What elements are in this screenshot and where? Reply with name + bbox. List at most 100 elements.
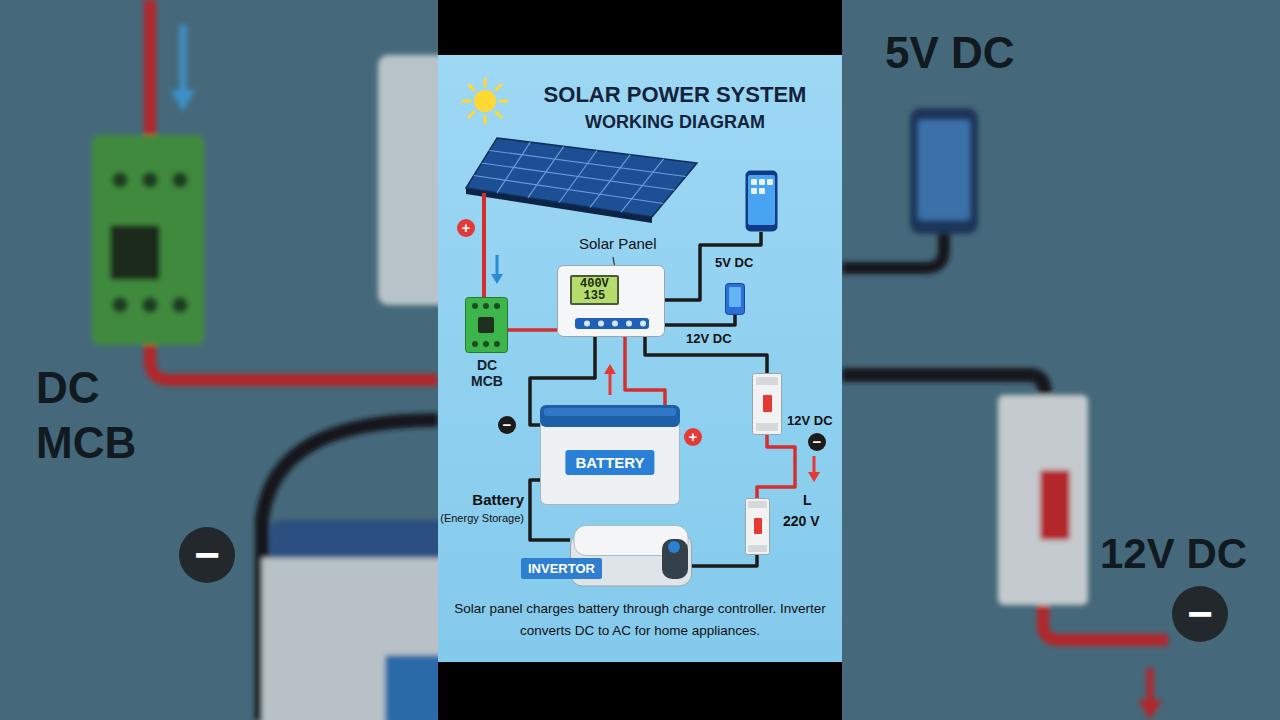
- drawing-part: [767, 179, 773, 185]
- drawing-part: [544, 408, 676, 416]
- drawing-part: [172, 297, 188, 313]
- zoom-label: 12V DC: [1100, 530, 1247, 578]
- drawing-part: [112, 172, 128, 188]
- lcd-reading: 400V: [580, 278, 609, 290]
- dc-mcb: DC MCB: [465, 297, 508, 353]
- drawing-part: [474, 142, 686, 212]
- dc-device: 12V DC: [725, 283, 745, 315]
- drawing-part: [598, 321, 604, 327]
- drawing-part: [998, 395, 1088, 605]
- charge-controller: 400V135Solar Panel: [557, 265, 665, 337]
- drawing-part: [472, 341, 478, 347]
- drawing-part: [763, 395, 772, 412]
- subtitle: WORKING DIAGRAM: [505, 112, 845, 133]
- drawing-part: [112, 297, 128, 313]
- blurred-zoom-right: [842, 108, 1168, 720]
- drawing-part: [756, 377, 778, 385]
- drawing-part: [1043, 605, 1168, 640]
- drawing-part: [92, 135, 204, 345]
- battery: BATTERYBattery(Energy Storage): [540, 405, 680, 505]
- drawing-part: [463, 100, 470, 103]
- drawing-part: [144, 0, 156, 135]
- drawing-part: [918, 120, 970, 220]
- drawing-part: [726, 284, 745, 315]
- drawing-part: [748, 501, 767, 508]
- side-ground: [842, 0, 1280, 720]
- breaker-symbol: [752, 373, 782, 435]
- voltage-label: 220 V: [783, 513, 820, 529]
- drawing-part: [640, 321, 646, 327]
- part-label: Solar Panel: [579, 235, 657, 252]
- drawing-part: [662, 539, 688, 579]
- title: SOLAR POWER SYSTEM: [505, 82, 845, 108]
- breaker-symbol: [745, 498, 770, 555]
- flow-arrow: [491, 255, 503, 284]
- polarity-mark: −: [179, 527, 235, 583]
- inverter-tag: INVERTOR: [521, 558, 602, 579]
- wire-connector: [508, 328, 557, 332]
- drawing-part: [609, 372, 612, 395]
- drawing-part: [626, 321, 632, 327]
- line-label: L: [803, 492, 812, 508]
- caption: Solar panel charges battery through char…: [450, 598, 830, 641]
- drawing-part: [494, 341, 500, 347]
- letterbox-bar: [438, 662, 842, 720]
- polarity-mark: −: [808, 433, 826, 451]
- drawing-part: [474, 90, 496, 112]
- inverter: INVERTOR: [570, 525, 692, 587]
- battery-plate: BATTERY: [565, 450, 654, 475]
- zoom-label: 5V DC: [885, 28, 1015, 78]
- drawing-part: [1040, 470, 1070, 540]
- flow-arrow: [808, 456, 820, 482]
- drawing-part: [494, 303, 500, 309]
- drawing-part: [668, 541, 680, 553]
- drawing-part: [472, 303, 478, 309]
- drawing-part: [496, 112, 501, 117]
- drawing-part: [756, 423, 778, 431]
- drawing-part: [496, 85, 501, 90]
- part-note: (Energy Storage): [440, 512, 524, 524]
- device-icon: [725, 283, 745, 315]
- drawing-part: [262, 558, 462, 720]
- panel-ground: [438, 55, 842, 662]
- lcd-reading: 135: [580, 290, 609, 302]
- drawing-part: [142, 297, 158, 313]
- drawing-part: [746, 171, 778, 232]
- part-label: DC MCB: [460, 357, 514, 389]
- polarity-mark: −: [498, 416, 516, 434]
- drawing-part: [1138, 700, 1162, 720]
- drawing-part: [483, 341, 489, 347]
- flow-arrow: [604, 364, 616, 395]
- ac-breaker: L220 V: [745, 498, 770, 555]
- drawing-part: [910, 108, 978, 234]
- drawing-part: [541, 421, 680, 505]
- polarity-mark: +: [457, 219, 475, 237]
- lcd-screen: 400V135: [570, 275, 619, 305]
- drawing-part: [751, 188, 757, 194]
- drawing-part: [1147, 668, 1154, 705]
- drawing-part: [142, 172, 158, 188]
- voltage-label: 12V DC: [787, 413, 833, 428]
- part-label: Battery: [472, 491, 524, 508]
- drawing-part: [469, 112, 474, 117]
- drawing-part: [759, 188, 765, 194]
- drawing-part: [466, 138, 697, 217]
- drawing-part: [604, 364, 616, 374]
- zoom-label: DC MCB: [36, 360, 156, 470]
- polarity-mark: −: [1172, 586, 1228, 642]
- drawing-part: [489, 151, 686, 177]
- drawing-part: [584, 321, 590, 327]
- drawing-part: [842, 234, 944, 268]
- drawing-part: [751, 179, 757, 185]
- wire-connector: [757, 435, 795, 498]
- drawing-part: [180, 25, 187, 95]
- drawing-part: [483, 303, 489, 309]
- wire-connector: [665, 232, 761, 300]
- drawing-part: [842, 375, 1045, 395]
- voltage-label: 12V DC: [686, 331, 732, 346]
- drawing-part: [808, 472, 820, 482]
- drawing-part: [478, 317, 494, 333]
- drawing-part: [612, 321, 618, 327]
- drawing-part: [474, 176, 664, 204]
